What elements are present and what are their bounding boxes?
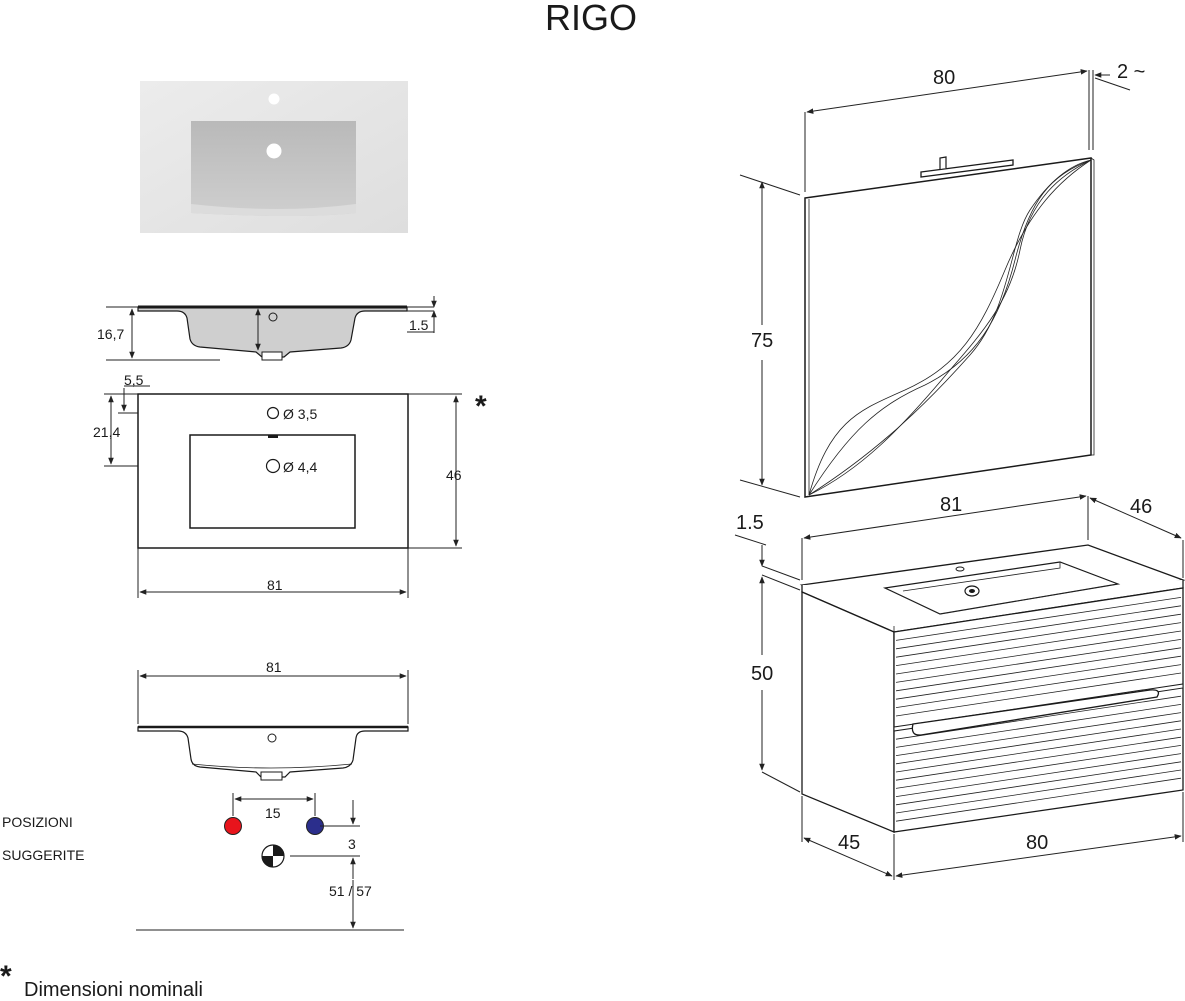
drawer-rib: [895, 712, 1182, 756]
positions-spacing-label: 15: [265, 805, 281, 821]
drawer-rib: [895, 639, 1182, 683]
hot-water-dot: [224, 817, 242, 835]
drawer-rib: [895, 605, 1182, 650]
tap-hole-diameter-label: Ø 3,5: [283, 406, 318, 422]
section-rim-label: 1.5: [409, 317, 429, 333]
drawer-rib: [895, 753, 1182, 797]
drawer-rib: [895, 728, 1182, 773]
drawer-rib: [895, 672, 1182, 717]
basin-front: [137, 670, 409, 781]
positions-label-1: POSIZIONI: [2, 814, 73, 830]
drawer-rib: [895, 761, 1182, 806]
drain-diameter-label: Ø 4,4: [283, 459, 318, 475]
cabinet-height-label: 50: [751, 663, 774, 685]
footnote-asterisk: *: [0, 960, 12, 993]
page-title: RIGO: [545, 0, 638, 38]
basin-plan: [104, 385, 462, 598]
basin-render: [140, 81, 408, 233]
suggested-positions: [136, 793, 404, 931]
plan-offset-top-label: 5,5: [124, 372, 144, 388]
drawer-rib: [895, 655, 1182, 700]
drawer-rib: [895, 736, 1182, 781]
front-width-label: 81: [266, 659, 282, 675]
positions-label-2: SUGGERITE: [2, 847, 85, 863]
positions-offset-label: 3: [348, 836, 356, 852]
mirror-height-label: 75: [751, 330, 774, 352]
drawer-rib: [895, 745, 1182, 789]
drawer-rib: [895, 704, 1182, 748]
drawer-rib: [895, 720, 1182, 765]
drawer-rib: [895, 622, 1182, 666]
footnote-text: Dimensioni nominali: [24, 979, 203, 1001]
drawer-rib: [895, 777, 1182, 822]
drawer-rib: [895, 647, 1182, 692]
drawer-rib: [895, 769, 1182, 814]
nominal-asterisk: *: [475, 390, 487, 423]
drawer-rib: [895, 630, 1182, 675]
mirror-depth-label: 2 ~: [1117, 61, 1146, 83]
plan-width-label: 81: [267, 577, 283, 593]
basin-section: [106, 296, 437, 361]
drawer-rib: [895, 664, 1182, 708]
positions-height-label: 51 / 57: [329, 883, 372, 899]
cabinet: [734, 494, 1185, 880]
drain-symbol: [261, 844, 285, 868]
drawer-rib: [895, 613, 1182, 658]
cabinet-top-thickness-label: 1.5: [736, 512, 764, 534]
drawer-rib: [895, 597, 1182, 641]
section-height-label: 16,7: [97, 326, 125, 342]
drawer-ribs: [895, 597, 1182, 822]
mirror: [739, 69, 1131, 498]
